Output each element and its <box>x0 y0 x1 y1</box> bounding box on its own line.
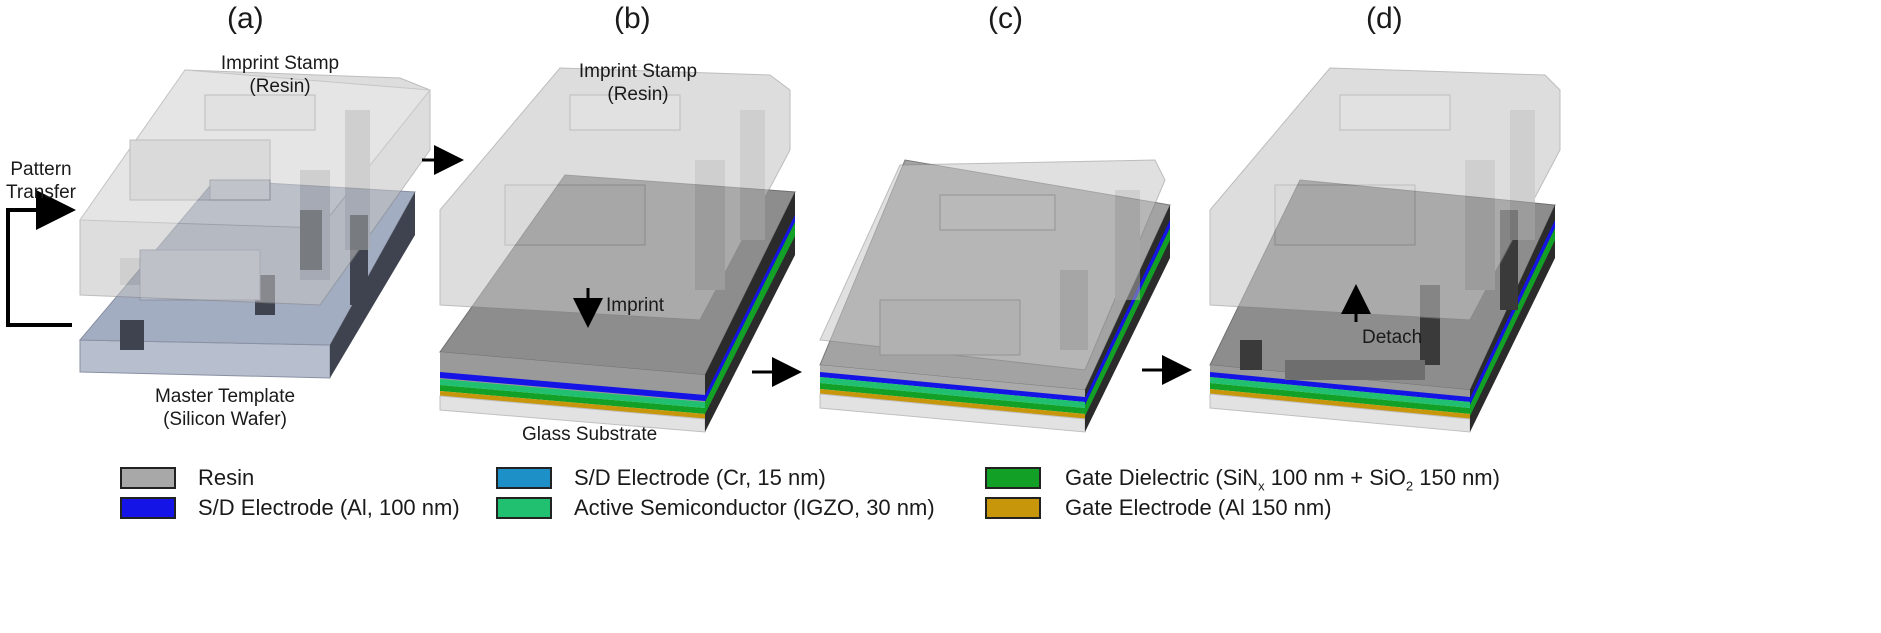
master-template-label: Master Template (Silicon Wafer) <box>150 385 300 431</box>
legend-label-sd-al: S/D Electrode (Al, 100 nm) <box>198 495 460 520</box>
panel-label-a: (a) <box>227 2 264 35</box>
panel-label-c: (c) <box>988 2 1023 35</box>
stamp-label-a-line2: (Resin) <box>249 76 311 97</box>
legend-label-gate-dielectric: Gate Dielectric (SiNx 100 nm + SiO2 150 … <box>1065 465 1500 493</box>
panel-label-d: (d) <box>1366 2 1403 35</box>
stamp-label-a-line1: Imprint Stamp <box>220 53 340 74</box>
pattern-transfer-line2: Transfer <box>5 182 77 203</box>
panel-b-imprint-stamp <box>439 67 791 321</box>
stamp-label-a: Imprint Stamp (Resin) <box>212 52 348 98</box>
pattern-transfer-line1: Pattern <box>10 159 72 180</box>
legend-label-active: Active Semiconductor (IGZO, 30 nm) <box>574 495 935 520</box>
gate-dielectric-text-3: 150 nm) <box>1413 465 1500 490</box>
gate-dielectric-sub-2: 2 <box>1405 478 1414 494</box>
panel-c-stamp-in-resin <box>819 159 1166 371</box>
legend-swatch-gate-electrode <box>985 497 1041 519</box>
stamp-label-b-line2: (Resin) <box>607 84 669 105</box>
glass-substrate-label: Glass Substrate <box>522 424 658 445</box>
legend-swatch-sd-cr <box>496 467 552 489</box>
detach-label: Detach <box>1362 327 1423 348</box>
legend-swatch-resin <box>120 467 176 489</box>
imprint-label: Imprint <box>606 295 665 316</box>
legend-swatch-gate-dielectric <box>985 467 1041 489</box>
stamp-label-b: Imprint Stamp (Resin) <box>570 60 706 106</box>
legend-label-gate-electrode: Gate Electrode (Al 150 nm) <box>1065 495 1332 520</box>
legend-swatch-sd-al <box>120 497 176 519</box>
panel-d-detached-stamp <box>1209 67 1561 321</box>
gate-dielectric-text-2: 100 nm + SiO <box>1264 465 1406 490</box>
master-template-line2: (Silicon Wafer) <box>163 409 287 430</box>
legend-label-sd-cr: S/D Electrode (Cr, 15 nm) <box>574 465 826 490</box>
legend-swatch-active <box>496 497 552 519</box>
legend-label-resin: Resin <box>198 465 255 490</box>
pattern-transfer-label: Pattern Transfer <box>4 158 78 204</box>
pattern-transfer-arrow <box>6 190 76 327</box>
master-template-line1: Master Template <box>154 386 296 407</box>
gate-dielectric-sub-x: x <box>1258 478 1265 494</box>
panel-label-b: (b) <box>614 2 651 35</box>
gate-dielectric-text-1: Gate Dielectric (SiN <box>1065 465 1259 490</box>
stamp-label-b-line1: Imprint Stamp <box>578 61 698 82</box>
panel-a-imprint-stamp <box>79 69 431 306</box>
